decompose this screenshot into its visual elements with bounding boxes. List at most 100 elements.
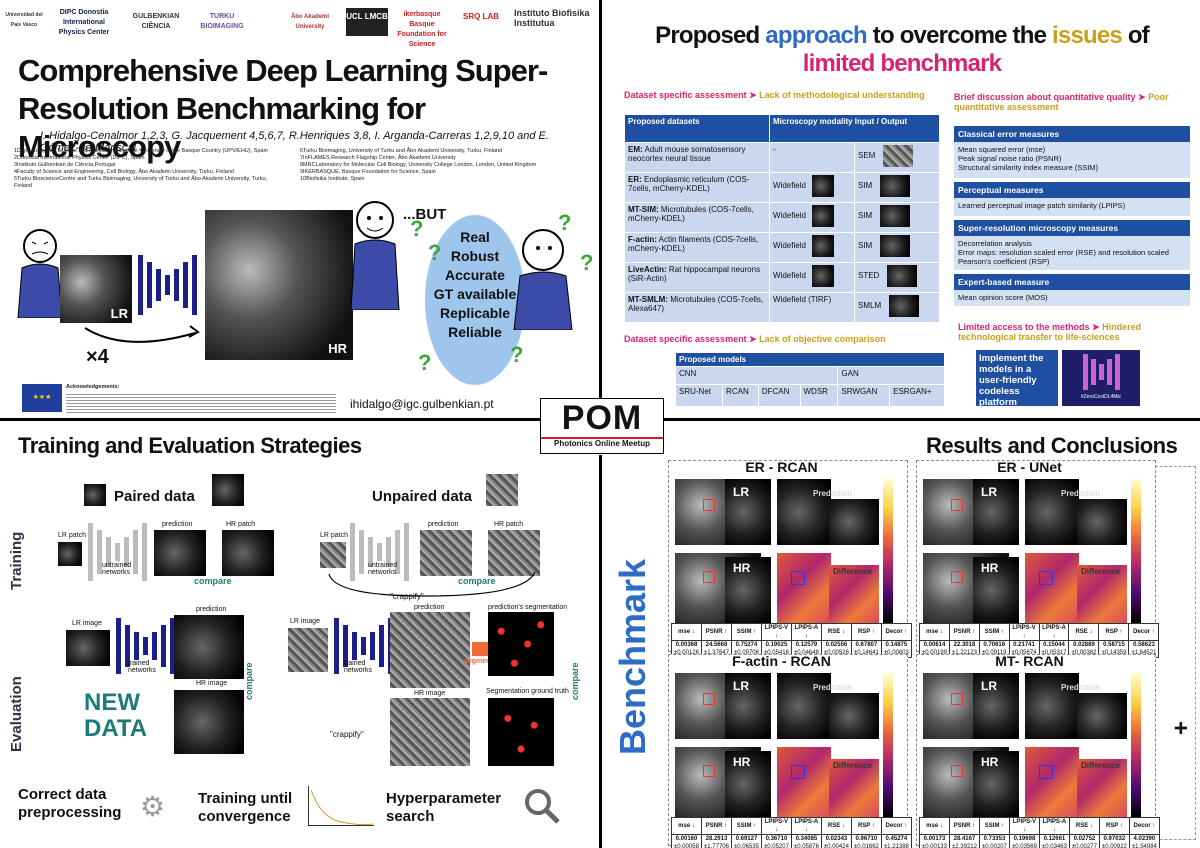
panel-colorbar xyxy=(883,673,893,817)
issue-objective: Dataset specific assessment ➤ Lack of ob… xyxy=(624,334,886,344)
lr-patch-label-unpaired: LR patch xyxy=(320,532,349,539)
prediction-label-unpaired: prediction xyxy=(428,521,459,528)
ack-text-lines xyxy=(66,392,336,414)
logo-abo: Åbo Akademi University xyxy=(290,14,330,30)
unpaired-hr-patch xyxy=(488,530,540,576)
logo-bar: Universidad del País Vasco DIPC Donostia… xyxy=(4,4,594,48)
zerocost-logo: #ZeroCostDL4Mic xyxy=(1062,350,1140,406)
untrained-label-unpaired: untrained networks xyxy=(368,562,398,576)
arrow-x4 xyxy=(84,325,200,343)
logo-dipc: DIPC Donostia International Physics Cent… xyxy=(58,9,110,36)
panel-title: ER - RCAN xyxy=(745,459,818,475)
cartoon-person-left xyxy=(12,228,67,319)
seg-gt-image xyxy=(488,698,554,766)
cartoon-person-right xyxy=(345,200,405,311)
metrics-table: mse ↓PSNR ↑SSIM ↑LPIPS-V ↓LPIPS-A ↓RSE ↓… xyxy=(919,623,1160,658)
measure-perceptual-body: Learned perceptual image patch similarit… xyxy=(954,198,1190,216)
metric-header: Decor ↑ xyxy=(1128,817,1160,835)
roi-box xyxy=(951,693,963,705)
metric-value: 0.69127±0.06535 xyxy=(730,834,762,848)
compare-label-unpaired: compare xyxy=(458,576,496,586)
metric-value: 0.34085±0.05876 xyxy=(790,834,822,848)
panel-title: F-actin - RCAN xyxy=(732,653,831,669)
segment-arrow xyxy=(472,642,488,656)
network-icon xyxy=(138,255,197,315)
metric-header: RSE ↓ xyxy=(1068,623,1100,641)
logo-ikerbasque: ikerbasque Basque Foundation for Science xyxy=(397,11,447,48)
roi-box-diff xyxy=(791,571,805,585)
trained-network-paired xyxy=(116,616,175,676)
crappify-arrow-training xyxy=(328,571,536,597)
metric-header: RSP ↑ xyxy=(1098,623,1130,641)
unpaired-title: Unpaired data xyxy=(372,488,473,505)
metric-value: 24.5668±1.37647 xyxy=(700,640,732,658)
metrics-table: mse ↓PSNR ↑SSIM ↑LPIPS-V ↓LPIPS-A ↓RSE ↓… xyxy=(919,817,1160,848)
roi-box-diff xyxy=(1039,571,1053,585)
crappify-label-training: "crappify" xyxy=(390,592,424,601)
roi-box-hr xyxy=(951,571,963,583)
metric-header: RSP ↑ xyxy=(1098,817,1130,835)
unpaired-thumb xyxy=(486,474,518,506)
seg-gt-label: Segmentation ground truth xyxy=(486,688,569,695)
panel-lr-label: LR xyxy=(733,679,749,693)
panel-lr-crop xyxy=(973,479,1019,545)
acknowledgements: Acknowledgements: xyxy=(66,384,120,390)
compare-label-paired: compare xyxy=(194,576,232,586)
metric-header: PSNR ↑ xyxy=(700,623,732,641)
metric-value: 0.00173±0.00133 xyxy=(919,834,950,848)
metric-header: Decor ↑ xyxy=(880,817,912,835)
evaluation-row-label: Evaluation xyxy=(8,676,25,752)
segment-label: segment xyxy=(464,658,493,665)
table-row: MT-SMLM: Microtubules (COS-7cells, Alexa… xyxy=(624,292,940,323)
pom-logo: POM Photonics Online Meetup xyxy=(540,398,664,454)
metric-value: 0.36710±0.05207 xyxy=(760,834,792,848)
more-cases-box xyxy=(1150,466,1196,840)
email[interactable]: ihidalgo@igc.gulbenkian.pt xyxy=(350,397,494,411)
crappify-label-eval: "crappify" xyxy=(330,730,364,739)
panel-lr-label: LR xyxy=(981,679,997,693)
metric-value: 0.12661±0.03463 xyxy=(1038,834,1070,848)
authors: I. Hidalgo-Cenalmor 1,2,3, G. Jacquement… xyxy=(40,130,549,154)
panel-hr-crop xyxy=(973,557,1019,623)
paired-hr-patch xyxy=(222,530,274,576)
pred-seg-image xyxy=(488,612,554,676)
roi-box-hr xyxy=(951,765,963,777)
affiliations-right: 6Turku Bioimaging, University of Turku a… xyxy=(300,148,537,182)
panel-difference-label: Difference xyxy=(1081,567,1121,576)
panel-lr-crop xyxy=(973,673,1019,739)
panel-lr-label: LR xyxy=(733,485,749,499)
training-row-label: Training xyxy=(8,531,25,590)
panel-colorbar xyxy=(1131,673,1141,817)
results-title: Results and Conclusions xyxy=(926,433,1178,458)
untrained-label-paired: untrained networks xyxy=(102,562,132,576)
metric-header: RSP ↑ xyxy=(850,623,882,641)
panel-prediction-crop xyxy=(829,693,879,739)
metric-header: LPIPS-A ↓ xyxy=(790,623,822,641)
panel-difference-crop xyxy=(829,565,879,623)
eval-lr-unpaired xyxy=(288,628,328,672)
panel-lr-crop xyxy=(725,479,771,545)
metric-value: 0.96710±0.01662 xyxy=(850,834,882,848)
x4-label: ×4 xyxy=(86,346,109,368)
roi-box xyxy=(703,693,715,705)
metric-header: mse ↓ xyxy=(671,623,702,641)
eval-prediction-label-paired: prediction xyxy=(196,606,227,613)
eval-prediction-paired xyxy=(174,615,244,679)
panel-prediction xyxy=(777,479,831,545)
hr-patch-label-paired: HR patch xyxy=(226,521,256,528)
panel-prediction xyxy=(1025,673,1079,739)
new-data-label: NEW DATA xyxy=(84,689,148,742)
metric-header: LPIPS-V ↓ xyxy=(1008,623,1040,641)
panel-prediction-crop xyxy=(829,499,879,545)
lr-patch-label: LR patch xyxy=(58,532,87,539)
panel-difference-label: Difference xyxy=(1081,761,1121,770)
panel-hr-label: HR xyxy=(981,561,999,575)
issue-quantitative: Brief discussion about quantitative qual… xyxy=(954,92,1169,112)
untrained-network-unpaired xyxy=(350,522,409,582)
trained-label-unpaired: trained networks xyxy=(344,660,373,674)
tip-convergence: Training until convergence xyxy=(198,790,293,825)
eval-hr-label-paired: HR image xyxy=(196,680,228,687)
